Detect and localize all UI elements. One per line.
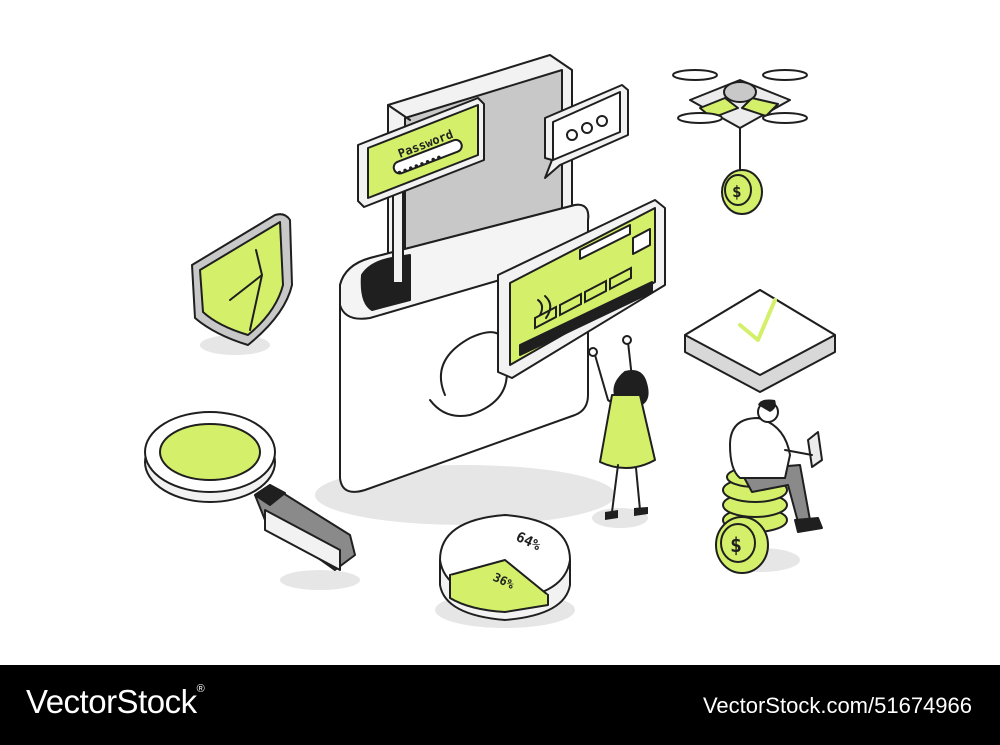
seated-man bbox=[729, 399, 823, 533]
stock-id: VectorStock.com/51674966 bbox=[702, 693, 972, 718]
password-sign: Password •••••••• bbox=[357, 97, 485, 284]
brand-name: VectorStock bbox=[26, 683, 197, 720]
magnifying-glass bbox=[144, 411, 356, 571]
woman bbox=[588, 335, 656, 520]
registered-mark: ® bbox=[196, 683, 205, 695]
chat-dot bbox=[581, 122, 593, 134]
dollar-sign: $ bbox=[732, 182, 742, 201]
contactless-icon bbox=[537, 295, 552, 319]
chat-dot bbox=[596, 115, 608, 127]
credit-card bbox=[497, 199, 666, 379]
footer-bar: VectorStock® VectorStock.com/51674966 bbox=[0, 665, 1000, 745]
brand-logo[interactable]: VectorStock® bbox=[26, 683, 205, 721]
chat-dot bbox=[566, 129, 578, 141]
dollar-sign: $ bbox=[730, 533, 742, 557]
isometric-illustration: .ol { stroke: #1f1f1f; stroke-width: 2; … bbox=[144, 54, 836, 628]
pie-chart-3d: 64% 36% bbox=[439, 514, 571, 621]
chat-bubble bbox=[544, 84, 629, 179]
drone: $ bbox=[672, 69, 808, 215]
coin: $ bbox=[721, 169, 763, 215]
shield bbox=[191, 213, 293, 346]
check-tile bbox=[684, 289, 836, 393]
